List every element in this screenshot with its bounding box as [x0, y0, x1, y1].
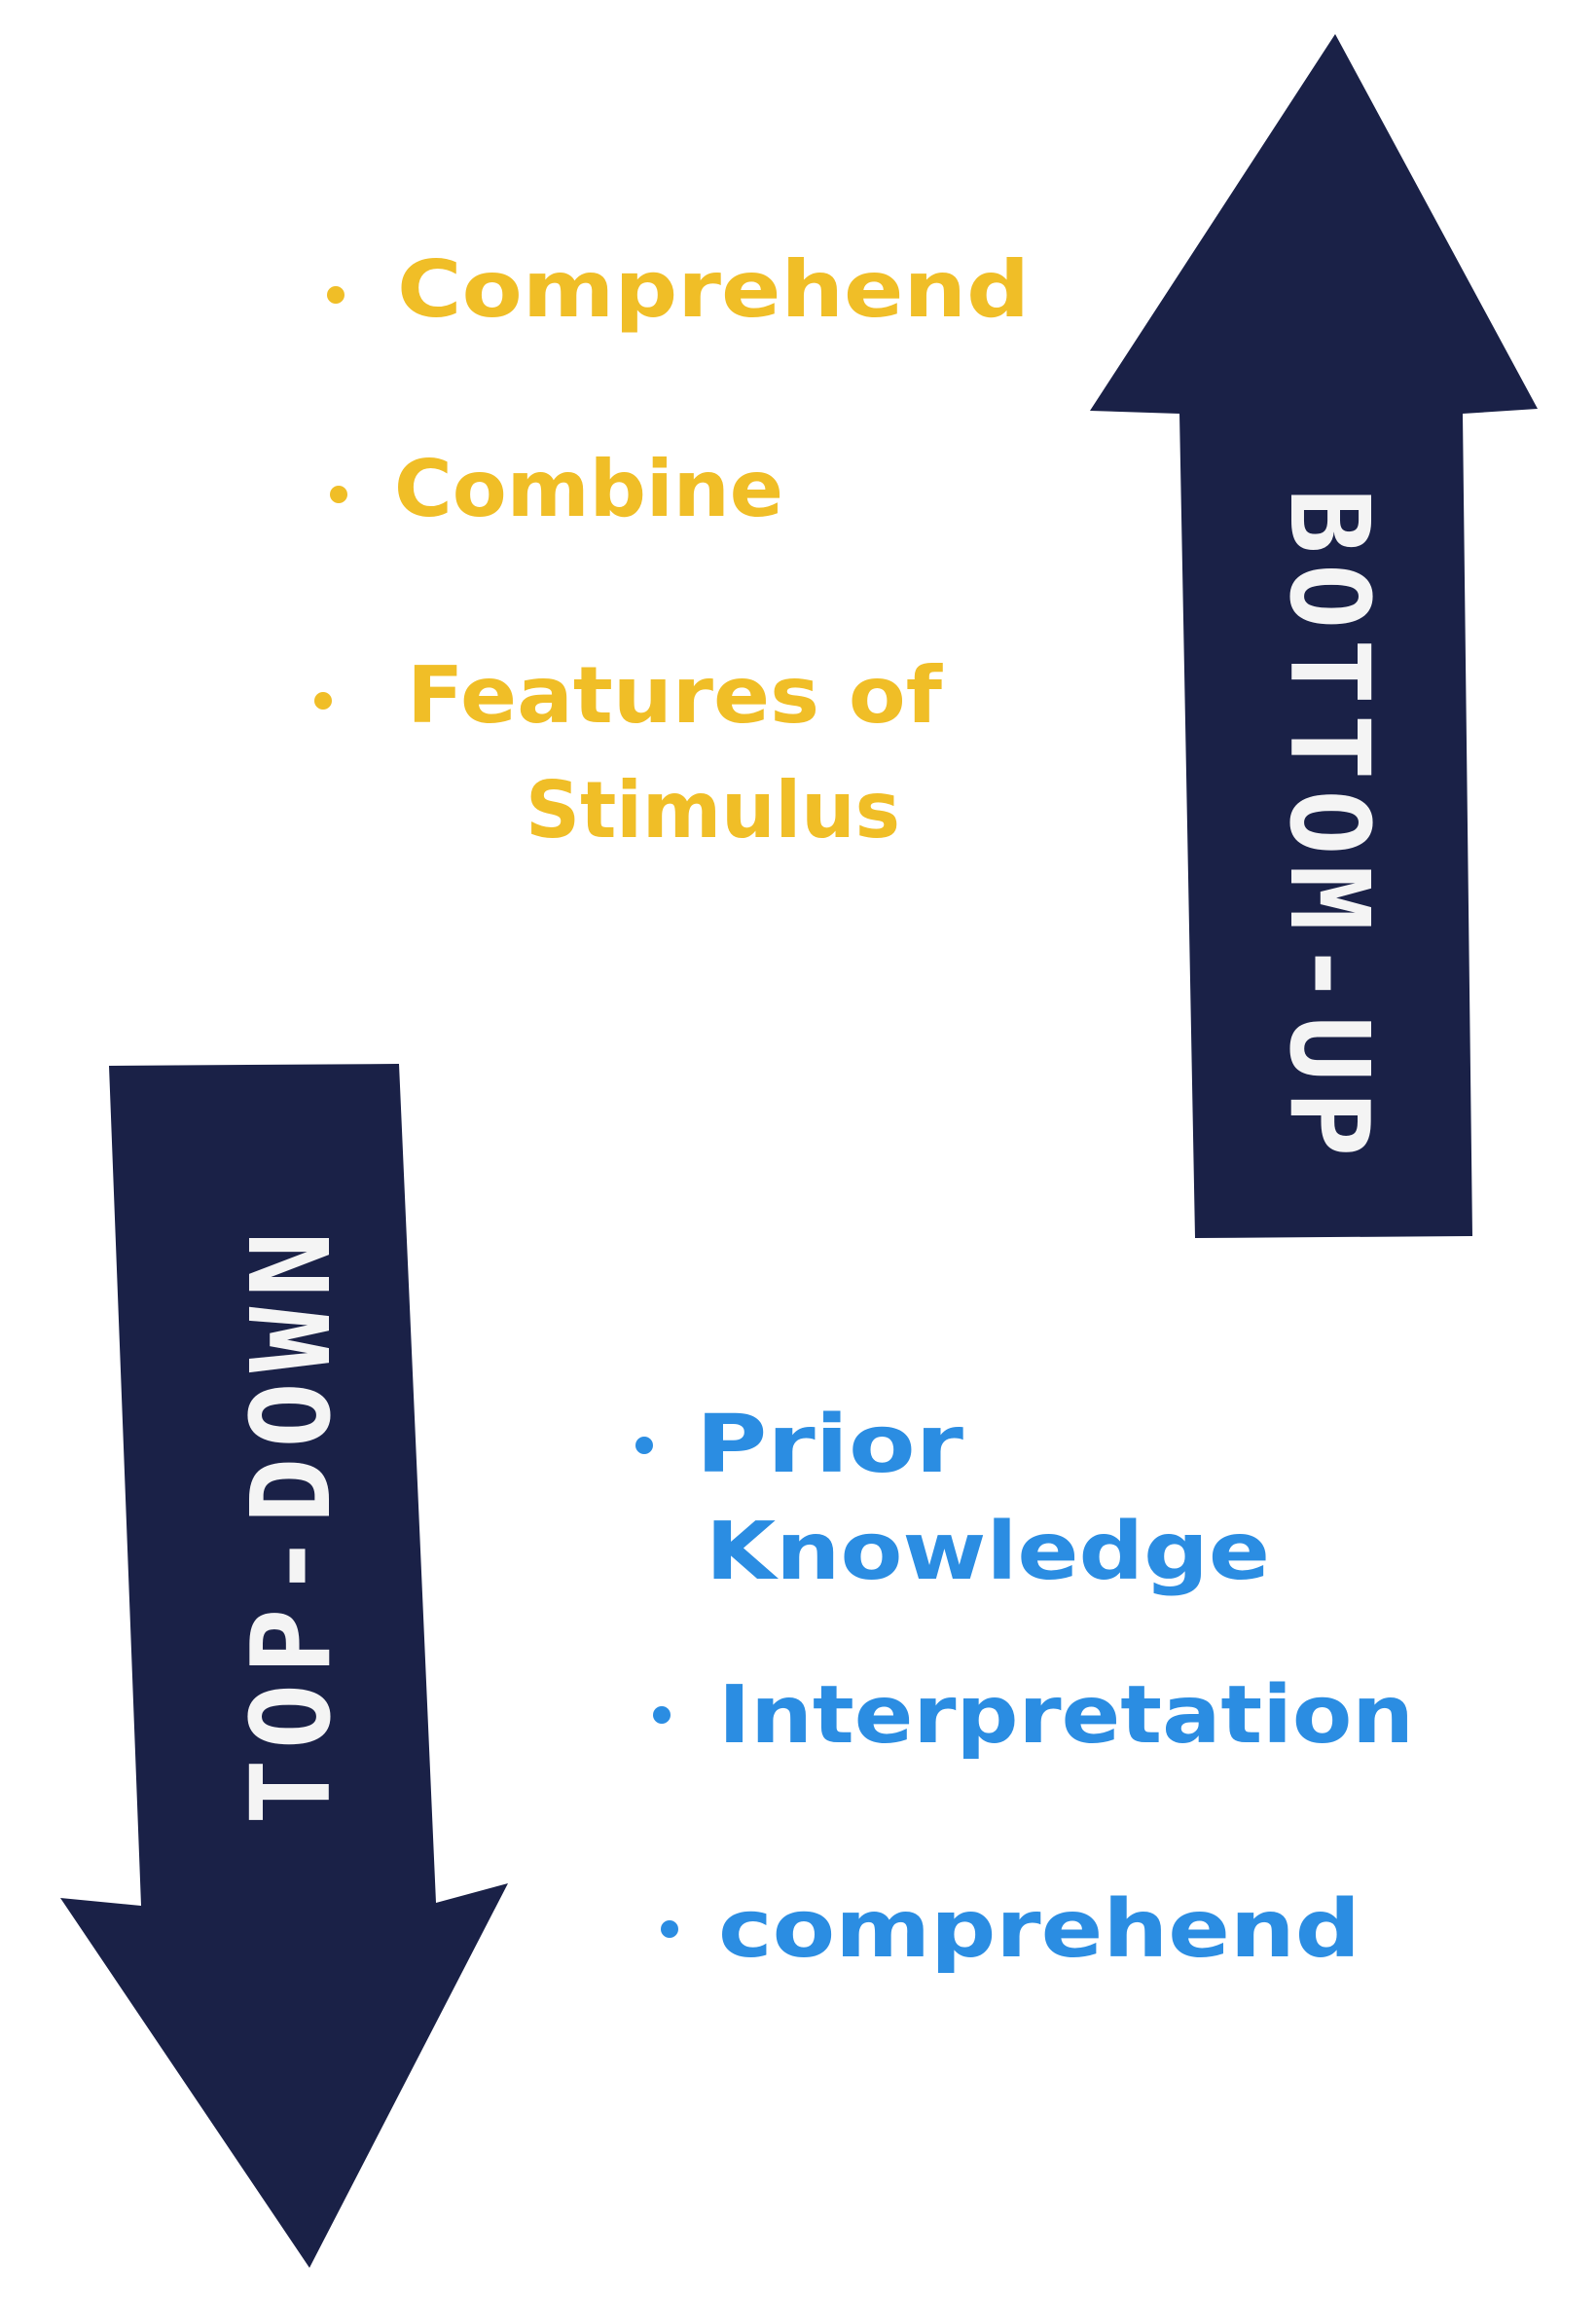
bottom-up-item-comprehend: Comprehend — [397, 244, 1030, 335]
bullet-dot — [635, 1437, 653, 1454]
bottom-up-item-combine: Combine — [394, 444, 783, 534]
bottom-up-arrow: BOTTOM-UP — [1090, 34, 1538, 1238]
top-down-item-knowledge: Knowledge — [706, 1506, 1270, 1598]
bottom-up-item-stimulus: Stimulus — [526, 765, 900, 856]
bottom-up-label: BOTTOM-UP — [1265, 489, 1392, 1167]
down-arrow-shape — [60, 1064, 508, 2268]
bullet-dot — [327, 286, 345, 304]
top-down-item-interpretation: Interpretation — [718, 1669, 1414, 1762]
up-arrow-shape — [1090, 34, 1538, 1238]
bottom-up-item-features: Features of — [407, 650, 943, 741]
bullet-dot — [653, 1706, 671, 1724]
bullet-dot — [314, 692, 332, 710]
top-down-arrow: TOP-DOWN — [60, 1064, 508, 2268]
bottom-up-list: Comprehend Combine Features of Stimulus — [314, 244, 1030, 856]
top-down-item-comprehend: comprehend — [718, 1883, 1360, 1976]
top-down-item-prior: Prior — [696, 1399, 964, 1491]
top-down-label: TOP-DOWN — [229, 1221, 355, 1824]
top-down-list: Prior Knowledge Interpretation comprehen… — [635, 1399, 1414, 1976]
bullet-dot — [330, 486, 347, 503]
bullet-dot — [661, 1920, 678, 1938]
